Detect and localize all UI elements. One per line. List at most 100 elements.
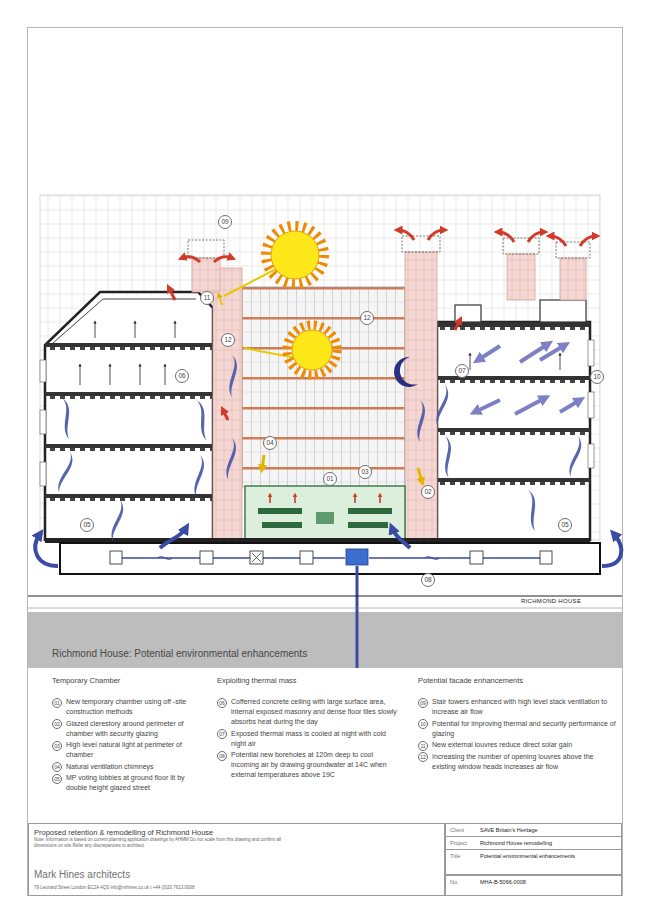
callout-number: 08	[421, 573, 435, 587]
left-wing-section-part	[53, 299, 196, 343]
stack-ventilation-arrows-part	[498, 232, 514, 242]
legend-note: MP voting lobbies at ground floor lit by…	[66, 773, 204, 793]
stair-towers-part	[192, 258, 220, 292]
right-wing-section-part	[437, 380, 590, 383]
stair-towers-part	[405, 252, 437, 540]
ground-lines-part	[356, 612, 359, 668]
solar-gain-part	[292, 330, 332, 370]
callout-number: 05	[80, 518, 94, 532]
title-block-row: ClientSAVE Britain's Heritage	[445, 823, 622, 837]
ground-lines	[28, 596, 622, 668]
night-cooling-arrows-part	[560, 400, 580, 412]
heat-absorption-arrows-part	[165, 365, 166, 385]
right-wing-section-part	[588, 392, 594, 418]
title-block-row: TitlePotential environmental enhancement…	[445, 849, 622, 875]
night-cooling-arrows-part	[515, 398, 545, 414]
basement-plant-part	[35, 534, 58, 566]
heat-absorption-arrows-part	[110, 365, 111, 385]
basement-plant-part	[160, 528, 186, 548]
left-wing-section-part	[45, 392, 213, 396]
temporary-chamber-part	[269, 495, 271, 503]
temporary-chamber-part	[245, 486, 405, 540]
legend-note: New external louvres reduce direct solar…	[432, 740, 617, 750]
air-swirls-part	[435, 385, 450, 428]
background-elevation-part	[40, 195, 600, 540]
air-swirls-part	[525, 489, 540, 532]
right-wing-section-part	[437, 327, 590, 330]
field-name: Client	[450, 827, 478, 834]
stack-ventilation-arrows-part	[455, 320, 460, 330]
callout-number: 05	[558, 518, 572, 532]
stair-towers-part	[507, 254, 535, 300]
air-swirls-part	[110, 500, 125, 543]
solar-gain-part	[418, 468, 422, 482]
air-swirls-part	[59, 397, 74, 440]
basement-plant-part	[110, 551, 122, 564]
atrium-facade	[242, 287, 405, 487]
basement-plant-part	[60, 543, 600, 574]
basement-plant-part	[392, 528, 410, 548]
air-swirls-part	[194, 455, 205, 498]
temporary-chamber-part	[294, 495, 296, 503]
site-label: RICHMOND HOUSE	[521, 598, 581, 606]
air-swirls-part	[193, 399, 211, 442]
stack-ventilation-arrows-part	[580, 236, 596, 246]
callout-number: 07	[217, 729, 227, 739]
left-wing-section-part	[45, 448, 213, 451]
column-heading: Exploiting thermal mass	[217, 676, 297, 686]
basement-plant-part	[369, 557, 545, 559]
callout-number: 10	[418, 719, 428, 729]
night-cooling-arrows-part	[478, 346, 500, 360]
callout-number: 06	[217, 698, 227, 708]
callout-number: 05	[52, 774, 62, 784]
basement-plant-part	[540, 551, 552, 564]
basement-plant-part	[425, 557, 439, 560]
legend-note: High level natural light at perimeter of…	[66, 740, 204, 760]
heat-absorption-arrows-part	[470, 354, 471, 370]
legend-note: Exposed thermal mass is cooled at night …	[231, 729, 399, 749]
right-wing-section-part	[540, 300, 586, 322]
stack-ventilation-arrows-part	[398, 230, 414, 240]
heat-absorption-arrows-part	[95, 322, 96, 338]
basement-plant-part	[602, 534, 621, 566]
background-elevation-part	[40, 195, 600, 540]
field-value: Potential environmental enhancements	[480, 853, 620, 860]
title-block-row: No.MHA-B-5066-0008	[445, 875, 622, 896]
air-swirls-part	[442, 436, 453, 479]
heat-absorption-arrows	[80, 322, 560, 385]
solar-gain-part	[271, 231, 319, 279]
temporary-chamber-part	[348, 508, 392, 514]
left-wing-section-part	[40, 360, 46, 382]
callout-number: 12	[418, 752, 428, 762]
stair-towers-part	[213, 268, 242, 540]
night-cooling-arrows-part	[475, 400, 500, 412]
temporary-chamber-part	[354, 495, 356, 503]
basement-plant-part	[346, 549, 368, 565]
stack-ventilation-arrows-part	[223, 410, 228, 420]
left-wing-section-part	[45, 292, 213, 540]
temporary-chamber	[245, 486, 405, 540]
temporary-chamber-part	[262, 522, 302, 528]
basement-plant-part	[158, 557, 172, 560]
temporary-chamber-part	[348, 522, 388, 528]
basement-plant-part	[250, 551, 263, 564]
callout-number: 12	[221, 333, 235, 347]
callout-number: 09	[218, 215, 232, 229]
stair-towers-part	[188, 240, 224, 258]
heat-absorption-arrows-part	[80, 365, 81, 385]
borehole-part	[356, 566, 359, 668]
right-wing-section-part	[437, 322, 590, 540]
air-swirls-part	[417, 400, 425, 442]
left-wing-section-part	[45, 347, 213, 350]
callout-number: 09	[418, 698, 428, 708]
stair-towers-part	[402, 236, 440, 252]
left-wing-section-part	[45, 444, 213, 448]
basement-plant-part	[252, 553, 261, 562]
temporary-chamber-part	[316, 512, 334, 524]
solar-gain	[219, 226, 422, 482]
left-wing-section-part	[45, 498, 213, 501]
legend-note: Stair towers enhanced with high level st…	[432, 697, 617, 717]
heat-absorption-arrows-part	[560, 354, 561, 370]
callout-number: 12	[360, 311, 374, 325]
